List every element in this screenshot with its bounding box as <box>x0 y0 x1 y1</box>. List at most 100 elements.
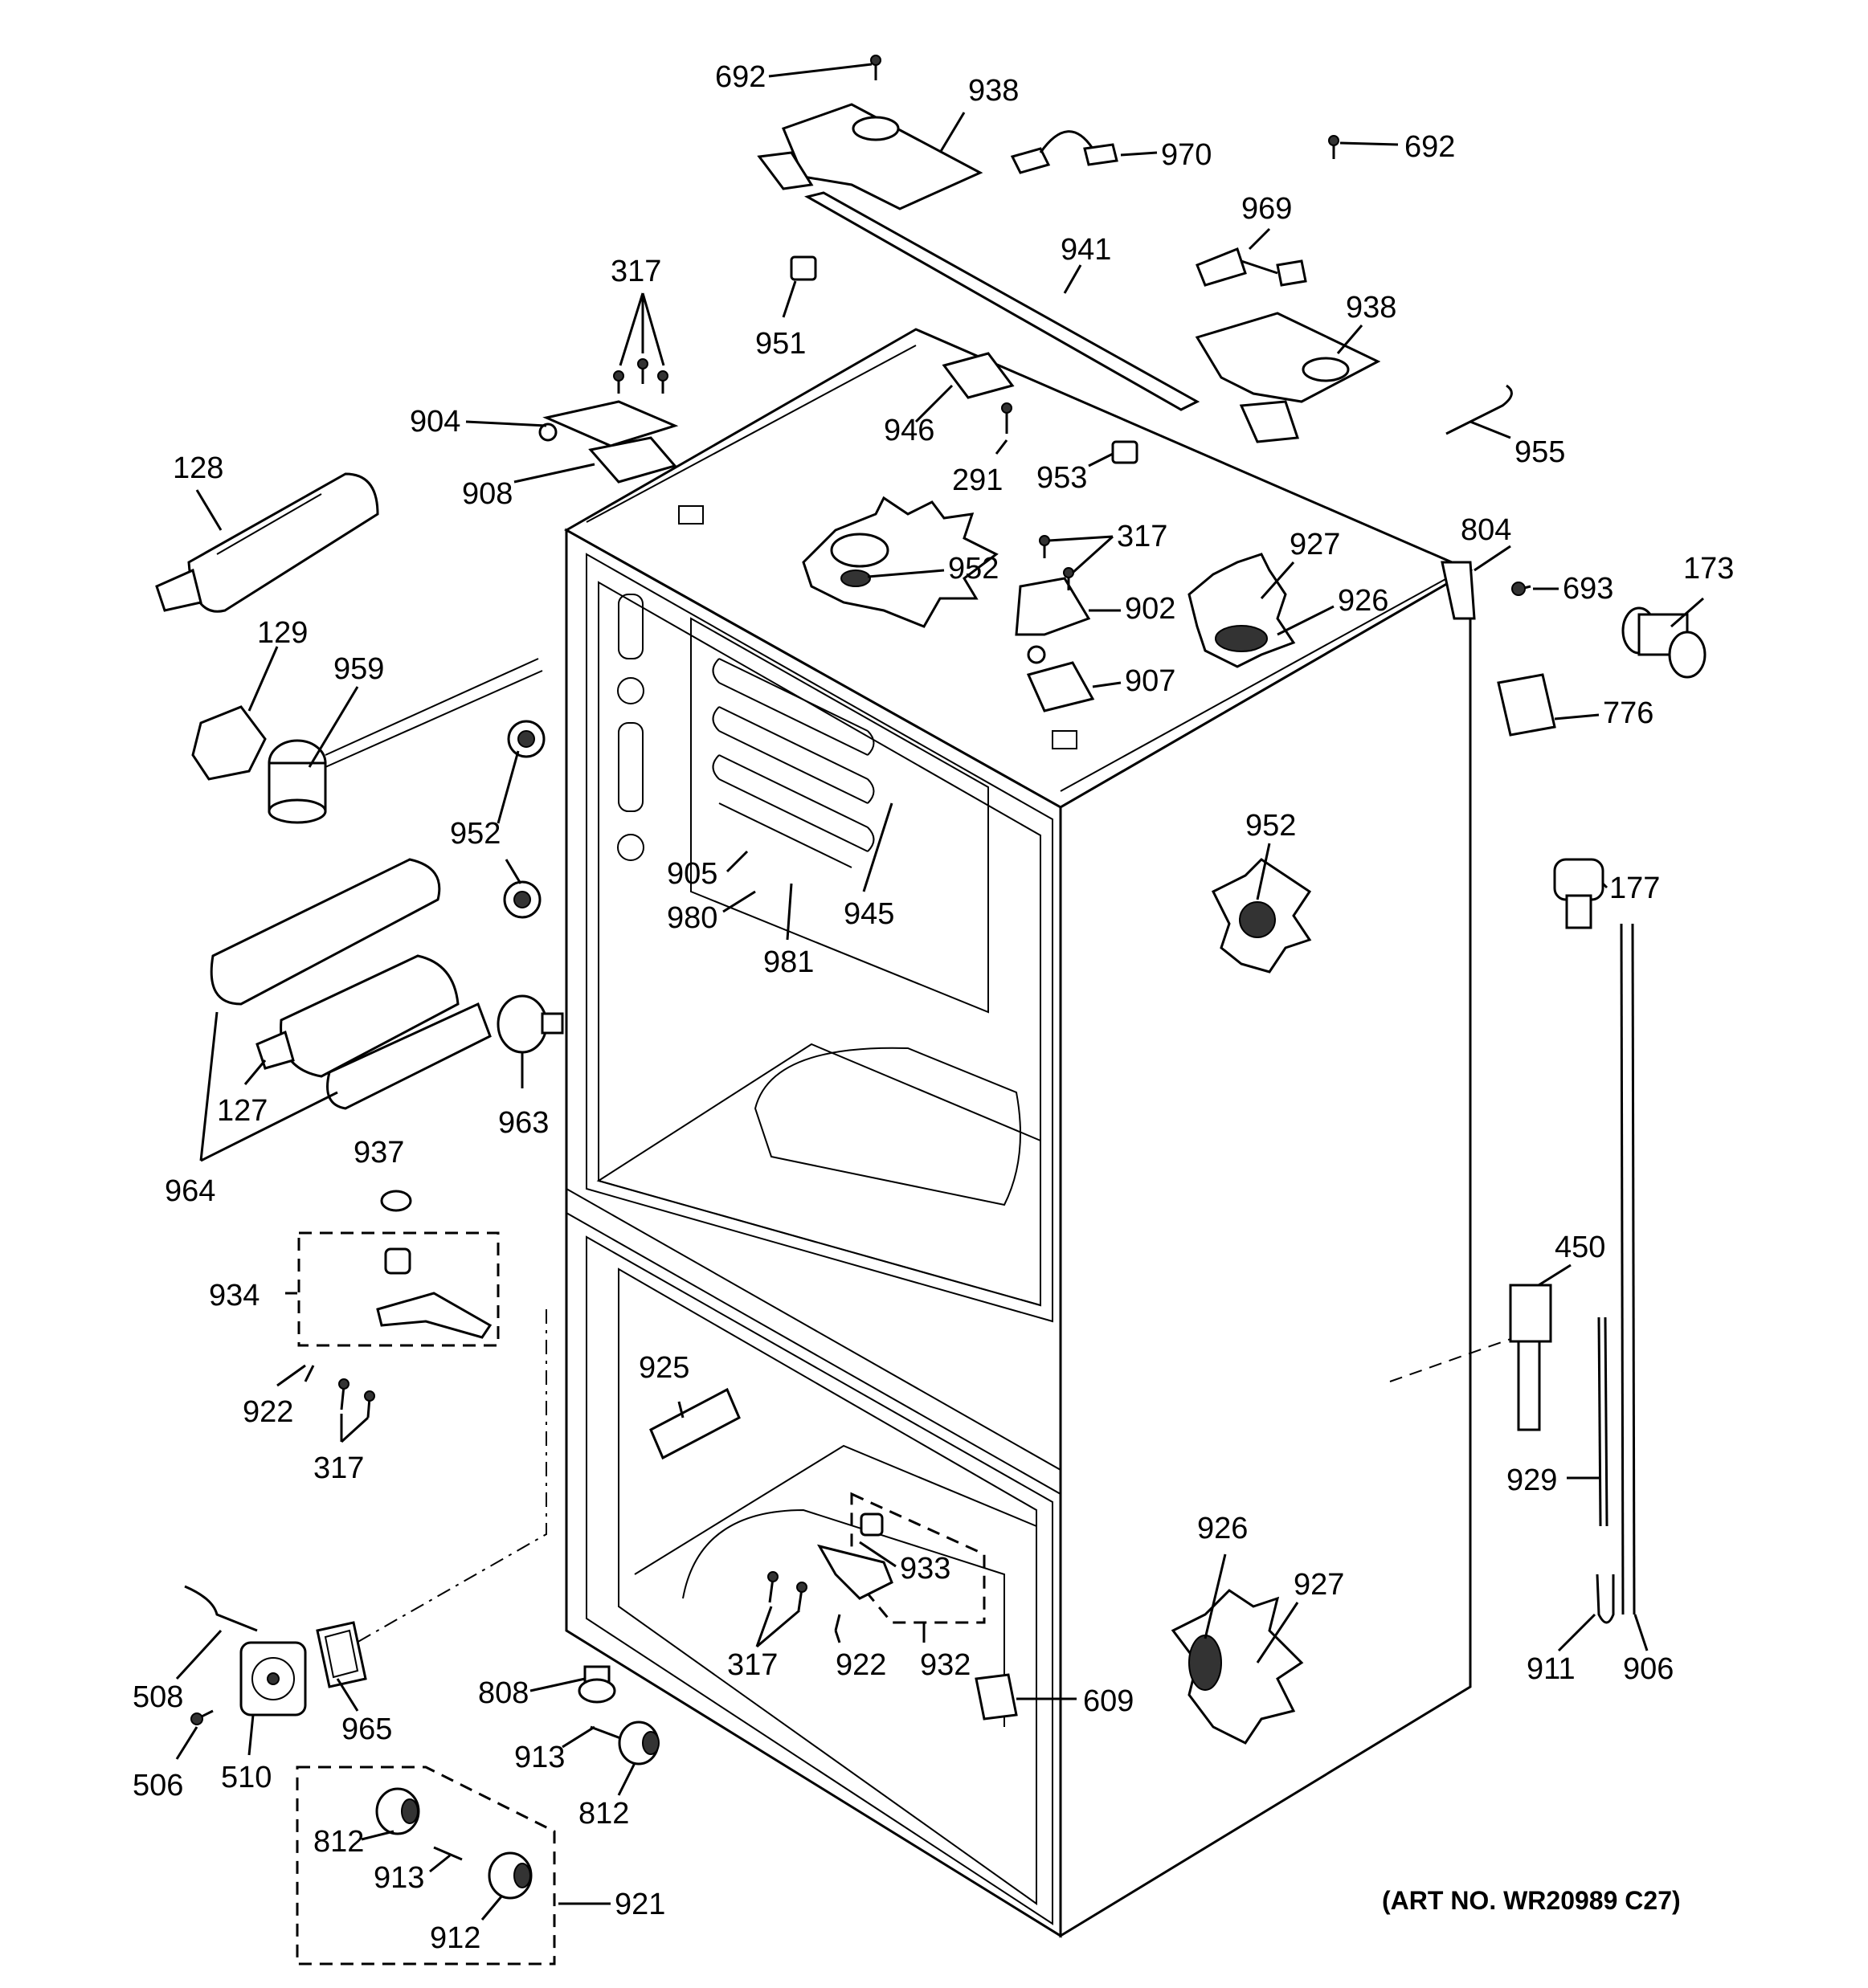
callout-508: 508 <box>133 1680 183 1714</box>
part-911-tube <box>1596 1574 1615 1624</box>
callout-127: 127 <box>217 1094 268 1128</box>
part-946 <box>942 352 1015 399</box>
part-925-strip <box>649 1387 741 1460</box>
callout-970: 970 <box>1161 138 1212 172</box>
callout-177: 177 <box>1609 872 1660 905</box>
callout-905: 905 <box>667 857 717 891</box>
callout-692-top-left: 692 <box>715 60 766 94</box>
kit-934-box <box>297 1231 500 1347</box>
leader-lines <box>175 63 1704 1921</box>
callout-804: 804 <box>1461 513 1511 547</box>
part-904-hinge <box>542 400 679 447</box>
part-127-filter <box>255 954 460 1078</box>
callout-906: 906 <box>1623 1652 1674 1686</box>
fresh-food-back-wall <box>690 617 989 1014</box>
part-776-clip <box>1497 673 1556 737</box>
top-foam-cutout <box>802 496 999 628</box>
callout-927-side: 927 <box>1294 1568 1344 1602</box>
part-933-hinge <box>816 1512 893 1600</box>
part-908-plate <box>588 436 677 484</box>
part-808-leveler <box>578 1665 616 1704</box>
callout-173: 173 <box>1683 552 1734 586</box>
callout-506: 506 <box>133 1769 183 1802</box>
part-510-fan <box>239 1641 307 1717</box>
part-922-screw-lower <box>834 1614 841 1631</box>
kit-921-box <box>296 1766 556 1966</box>
callout-938-right: 938 <box>1346 291 1396 325</box>
cabinet-side <box>1059 568 1472 1938</box>
part-964-filter-cover <box>210 858 492 1110</box>
callout-952-side: 952 <box>1245 809 1296 843</box>
part-317-screws-top <box>613 358 668 394</box>
part-173-coupling <box>1621 606 1707 679</box>
callout-955: 955 <box>1514 435 1565 469</box>
mullion <box>566 1187 1061 1496</box>
callout-926-side: 926 <box>1197 1512 1248 1545</box>
part-929-sensor <box>1597 1316 1602 1527</box>
callout-934: 934 <box>209 1279 260 1312</box>
part-128-filter-housing <box>155 472 379 613</box>
callout-929: 929 <box>1506 1463 1557 1497</box>
callout-941: 941 <box>1061 233 1111 267</box>
part-450-harness <box>1509 1284 1552 1431</box>
callout-907: 907 <box>1125 664 1175 698</box>
part-317-screws-left <box>340 1385 371 1419</box>
callout-693: 693 <box>1563 572 1613 606</box>
part-969-harness <box>1196 247 1247 287</box>
freezer-opening <box>586 1235 1053 1925</box>
callout-927-top: 927 <box>1290 528 1340 561</box>
callout-913-upper: 913 <box>514 1741 565 1774</box>
cabinet <box>349 328 1527 1938</box>
callout-952-top: 952 <box>948 552 999 586</box>
part-941-rail <box>804 191 1200 411</box>
part-953 <box>1111 440 1138 464</box>
callout-317-mid: 317 <box>1117 520 1167 553</box>
callout-317-lower: 317 <box>727 1648 778 1682</box>
callout-922-left: 922 <box>243 1395 293 1429</box>
part-963-knob <box>497 994 564 1054</box>
callout-953: 953 <box>1036 461 1087 495</box>
part-907-bracket <box>1026 661 1095 712</box>
callout-128: 128 <box>173 451 223 485</box>
part-951 <box>790 255 817 281</box>
callout-922-lower: 922 <box>836 1648 886 1682</box>
callout-776: 776 <box>1603 696 1653 730</box>
callout-925: 925 <box>639 1351 689 1385</box>
callout-963: 963 <box>498 1106 549 1140</box>
callout-980: 980 <box>667 901 717 935</box>
callout-932: 932 <box>920 1648 971 1682</box>
callout-965: 965 <box>341 1712 392 1746</box>
part-912-roller-kit <box>488 1851 533 1900</box>
callout-938-left: 938 <box>968 74 1019 108</box>
callout-317-top: 317 <box>611 255 661 288</box>
callout-937: 937 <box>354 1136 404 1170</box>
fresh-food-floor-pan <box>754 1047 1021 1206</box>
top-hinge-slot-left <box>678 505 704 525</box>
callout-912: 912 <box>430 1921 480 1955</box>
part-317-screws-lower <box>767 1571 807 1611</box>
freezer-floor <box>634 1444 1037 1847</box>
part-970-harness <box>1010 147 1051 174</box>
callout-808: 808 <box>478 1676 529 1710</box>
callout-labels: 692 938 970 692 969 941 938 317 951 904 … <box>133 60 1734 1955</box>
callout-911: 911 <box>1527 1652 1576 1686</box>
callout-450: 450 <box>1555 1231 1605 1264</box>
callout-921: 921 <box>615 1888 665 1921</box>
part-965-gasket <box>316 1621 367 1688</box>
part-129-bracket <box>191 705 267 781</box>
part-804 <box>1441 561 1476 620</box>
art-number: (ART NO. WR20989 C27) <box>1382 1886 1681 1915</box>
callout-952-left: 952 <box>450 817 501 851</box>
callout-913-kit: 913 <box>374 1861 424 1895</box>
callout-964: 964 <box>165 1174 215 1208</box>
part-177-fitting <box>1553 858 1604 929</box>
callout-908: 908 <box>462 477 513 511</box>
callout-291: 291 <box>952 463 1003 497</box>
part-934-hinge <box>376 1247 493 1339</box>
part-913-axle-kit <box>433 1846 463 1861</box>
callout-969: 969 <box>1241 192 1292 226</box>
callout-926-top: 926 <box>1338 584 1388 618</box>
callout-902: 902 <box>1125 592 1175 626</box>
fresh-food-opening <box>586 553 1053 1323</box>
